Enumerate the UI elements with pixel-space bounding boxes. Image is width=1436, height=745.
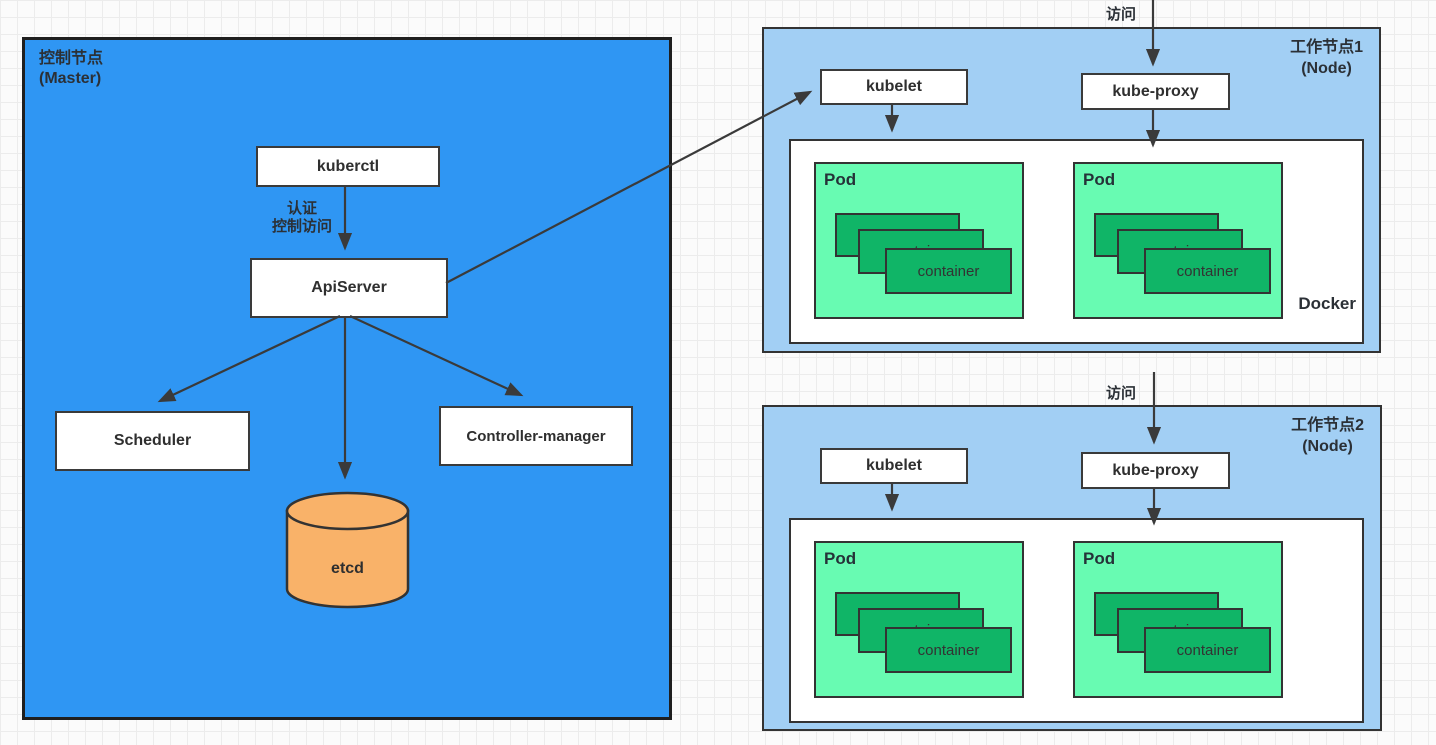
controller-manager-box: Controller-manager — [439, 406, 633, 466]
worker-node-2-title: 工作节点2 (Node) — [1291, 415, 1364, 457]
auth-note: 认证 控制访问 — [247, 200, 357, 236]
scheduler-label: Scheduler — [113, 432, 192, 449]
node1-title-line1: 工作节点1 — [1290, 39, 1363, 56]
auth-note-line2: 控制访问 — [271, 218, 332, 235]
docker-label: Docker — [1298, 294, 1356, 313]
worker-node-1-box: 工作节点1 (Node) kubelet kube-proxy Pod cont… — [762, 27, 1381, 353]
scheduler-box: Scheduler — [55, 411, 250, 471]
master-node-box: 控制节点 (Master) kuberctl 认证 控制访问 ApiServer… — [22, 37, 672, 720]
container-box: container — [1144, 627, 1271, 673]
container-box: container — [885, 248, 1012, 294]
container-label: container — [1176, 262, 1239, 280]
pod-label: Pod — [824, 170, 857, 189]
kube-proxy-box-node1: kube-proxy — [1081, 73, 1230, 110]
apiserver-box: ApiServer — [250, 258, 448, 318]
master-title-line2: (Master) — [39, 70, 102, 87]
pod: Pod container container container — [1073, 162, 1283, 319]
node1-title-line2: (Node) — [1301, 60, 1352, 77]
auth-note-line1: 认证 — [286, 200, 317, 217]
pod: Pod container container container — [814, 162, 1024, 319]
pod: Pod container container container — [1073, 541, 1283, 698]
container-label: container — [1176, 641, 1239, 659]
worker-node-2-box: 工作节点2 (Node) kubelet kube-proxy Pod cont… — [762, 405, 1382, 731]
access-label-node2: 访问 — [1106, 385, 1137, 402]
access-label-node1: 访问 — [1106, 6, 1137, 23]
kuberctl-label: kuberctl — [316, 157, 380, 175]
etcd-cylinder: etcd — [284, 490, 411, 611]
kube-proxy-label: kube-proxy — [1112, 82, 1199, 100]
kuberctl-box: kuberctl — [256, 146, 440, 187]
controller-manager-label: Controller-manager — [466, 427, 606, 445]
master-title: 控制节点 (Master) — [39, 49, 103, 89]
master-title-line1: 控制节点 — [39, 50, 104, 67]
worker-node-1-title: 工作节点1 (Node) — [1290, 37, 1363, 79]
apiserver-label: ApiServer — [311, 279, 387, 296]
node2-title-line2: (Node) — [1302, 438, 1353, 455]
node2-title-line1: 工作节点2 — [1291, 417, 1364, 434]
docker-area-node1: Pod container container container Pod co… — [789, 139, 1364, 344]
pod-label: Pod — [824, 549, 857, 568]
kube-proxy-label: kube-proxy — [1112, 461, 1199, 479]
kubelet-label: kubelet — [865, 78, 922, 95]
container-label: container — [917, 641, 980, 659]
etcd-label: etcd — [331, 560, 364, 577]
kubelet-box-node1: kubelet — [820, 69, 968, 105]
container-box: container — [1144, 248, 1271, 294]
pod: Pod container container container — [814, 541, 1024, 698]
docker-area-node2: Pod container container container Pod co… — [789, 518, 1364, 723]
kube-proxy-box-node2: kube-proxy — [1081, 452, 1230, 489]
container-box: container — [885, 627, 1012, 673]
pod-label: Pod — [1083, 549, 1116, 568]
kubelet-box-node2: kubelet — [820, 448, 968, 484]
kubelet-label: kubelet — [865, 457, 922, 474]
etcd-cylinder-shape — [285, 491, 410, 609]
container-label: container — [917, 262, 980, 280]
pod-label: Pod — [1083, 170, 1116, 189]
